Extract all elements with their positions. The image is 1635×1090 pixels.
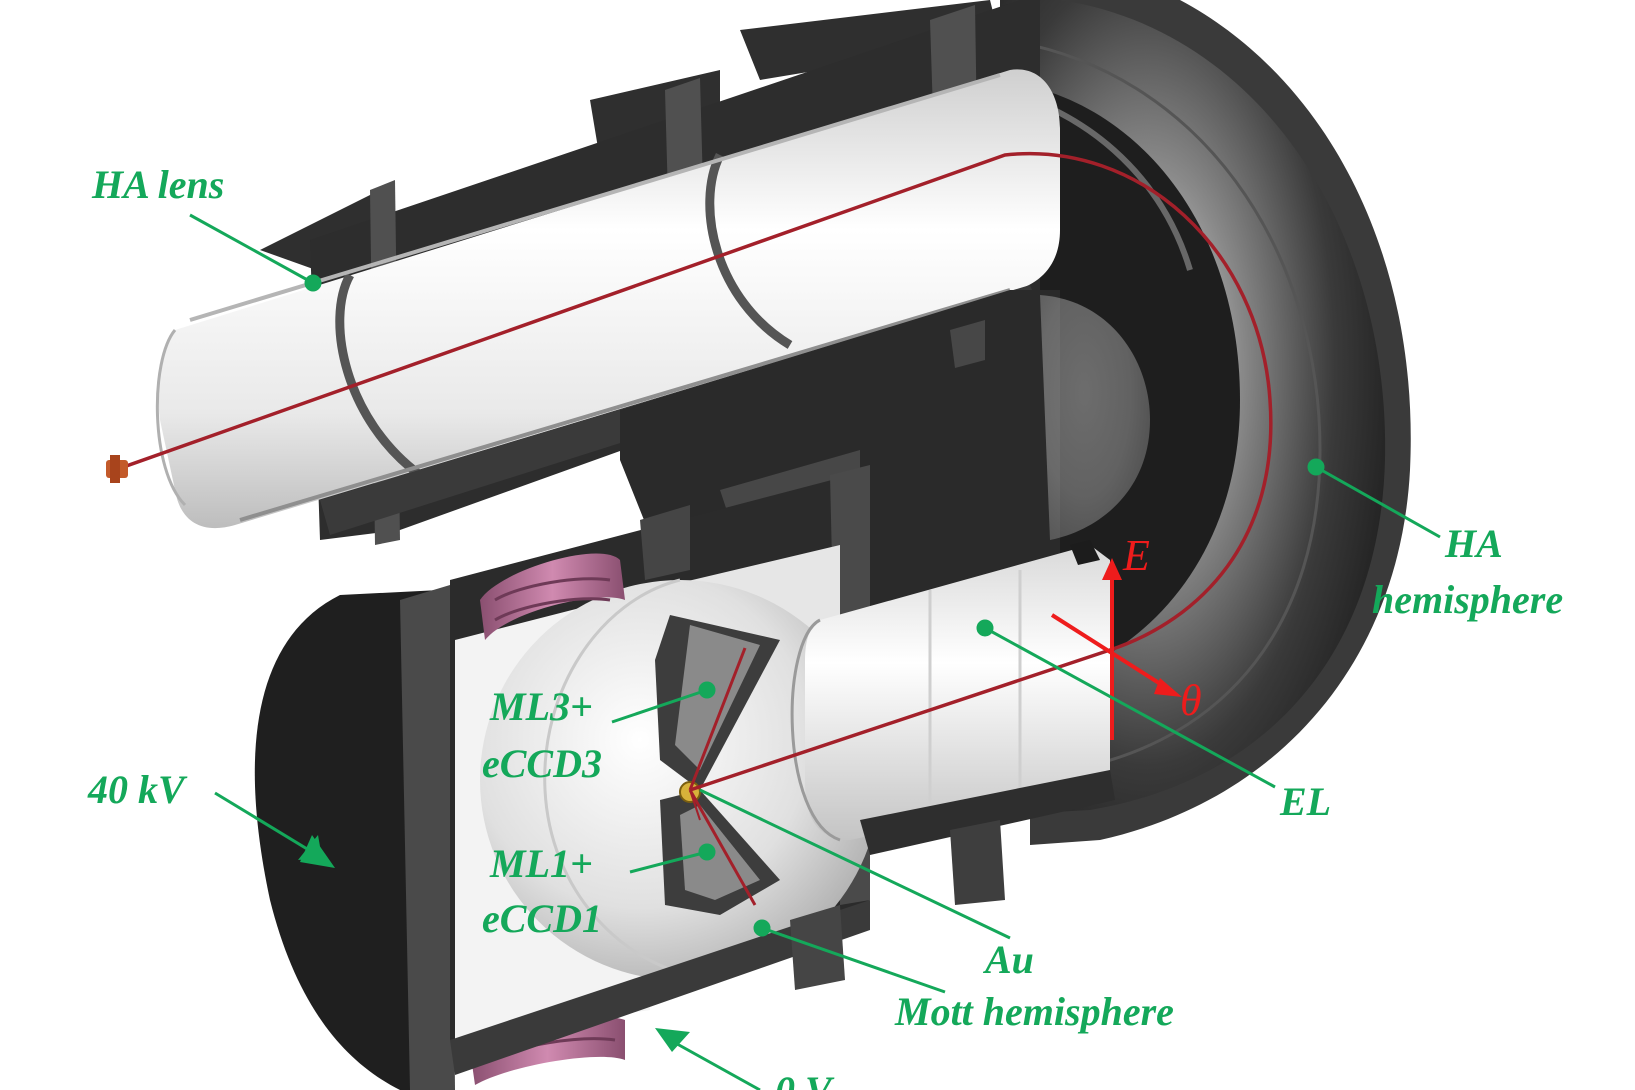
- energy-axis-label: E: [1122, 531, 1150, 580]
- label-ha-hemisphere-line2: hemisphere: [1372, 577, 1563, 622]
- el-lens: [790, 540, 1115, 905]
- label-0v: 0 V: [775, 1068, 835, 1090]
- label-ml1: ML1+: [489, 841, 593, 886]
- label-eccd3: eCCD3: [482, 741, 602, 786]
- label-ha-lens: HA lens: [91, 162, 224, 207]
- angle-axis-label: θ: [1180, 676, 1202, 725]
- label-ml3: ML3+: [489, 684, 593, 729]
- label-eccd1: eCCD1: [482, 896, 602, 941]
- label-el: EL: [1279, 779, 1331, 824]
- label-ha-hemisphere-line1: HA: [1444, 521, 1503, 566]
- leader-lines: [189, 213, 1441, 1090]
- label-mott-hemisphere: Mott hemisphere: [894, 989, 1174, 1034]
- label-40kv: 40 kV: [87, 767, 188, 812]
- energy-angle-axes: E θ: [1050, 531, 1202, 740]
- electron-trajectory: [114, 151, 1273, 906]
- labels: HA lens HA hemisphere ML3+ eCCD3 ML1+ eC…: [87, 162, 1563, 1090]
- coil-top: [480, 553, 625, 640]
- sample-icon: [106, 455, 128, 483]
- label-au: Au: [982, 937, 1034, 982]
